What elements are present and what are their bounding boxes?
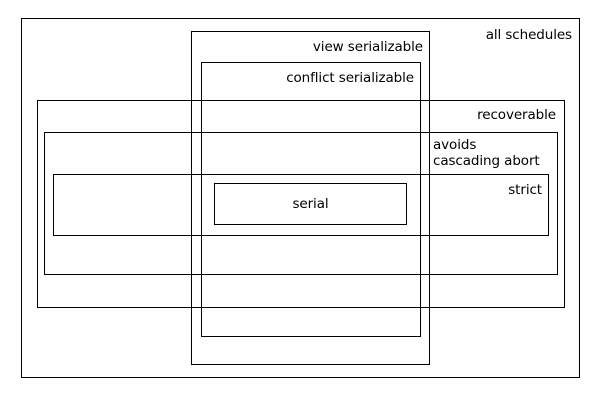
region-avoids-cascading-abort (44, 132, 558, 275)
label-conflict-serializable: conflict serializable (286, 70, 414, 86)
label-avoids-cascading-abort: avoids cascading abort (433, 137, 540, 169)
label-strict: strict (508, 182, 542, 198)
label-serial: serial (292, 196, 329, 212)
region-all-schedules (21, 18, 580, 378)
label-recoverable: recoverable (477, 107, 556, 123)
region-view-serializable (191, 31, 430, 365)
region-conflict-serializable (201, 62, 421, 337)
region-strict (53, 174, 549, 236)
label-view-serializable: view serializable (312, 39, 423, 55)
region-serial (214, 183, 407, 225)
label-all-schedules: all schedules (485, 27, 572, 43)
region-recoverable (37, 100, 565, 308)
